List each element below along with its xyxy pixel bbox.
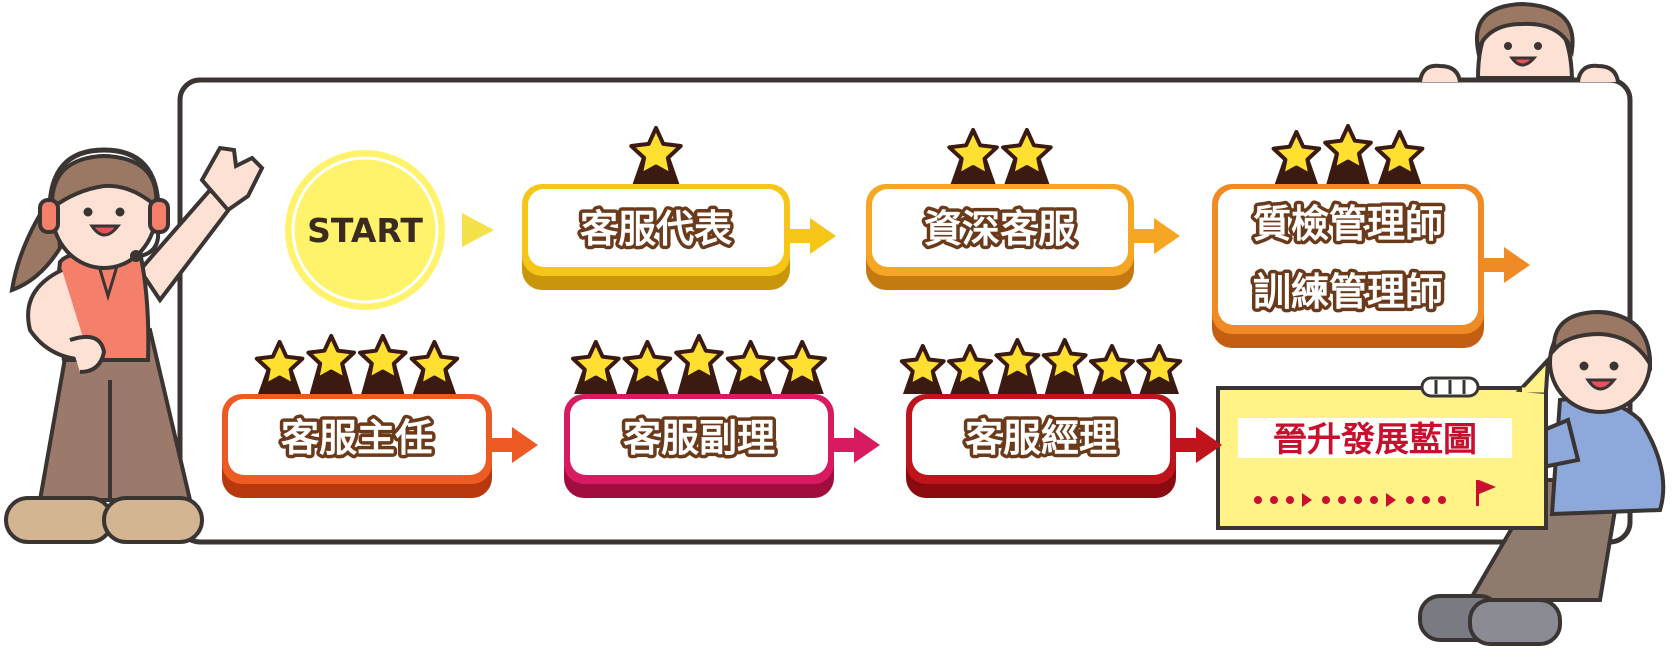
step-label: 訓練管理師 — [1253, 270, 1443, 314]
step-label: 質檢管理師 — [1253, 202, 1443, 246]
start-node: START — [285, 150, 445, 310]
step-label: 客服副理 — [623, 416, 775, 460]
step-label: 客服主任 — [281, 416, 433, 460]
step-label: 資深客服 — [924, 207, 1076, 251]
step-label: 客服代表 — [580, 207, 732, 251]
peeking-character — [1420, 4, 1618, 82]
legend-title: 晉升發展藍圖 — [1273, 420, 1477, 460]
step-label: 客服經理 — [965, 416, 1117, 460]
start-label: START — [307, 211, 423, 250]
